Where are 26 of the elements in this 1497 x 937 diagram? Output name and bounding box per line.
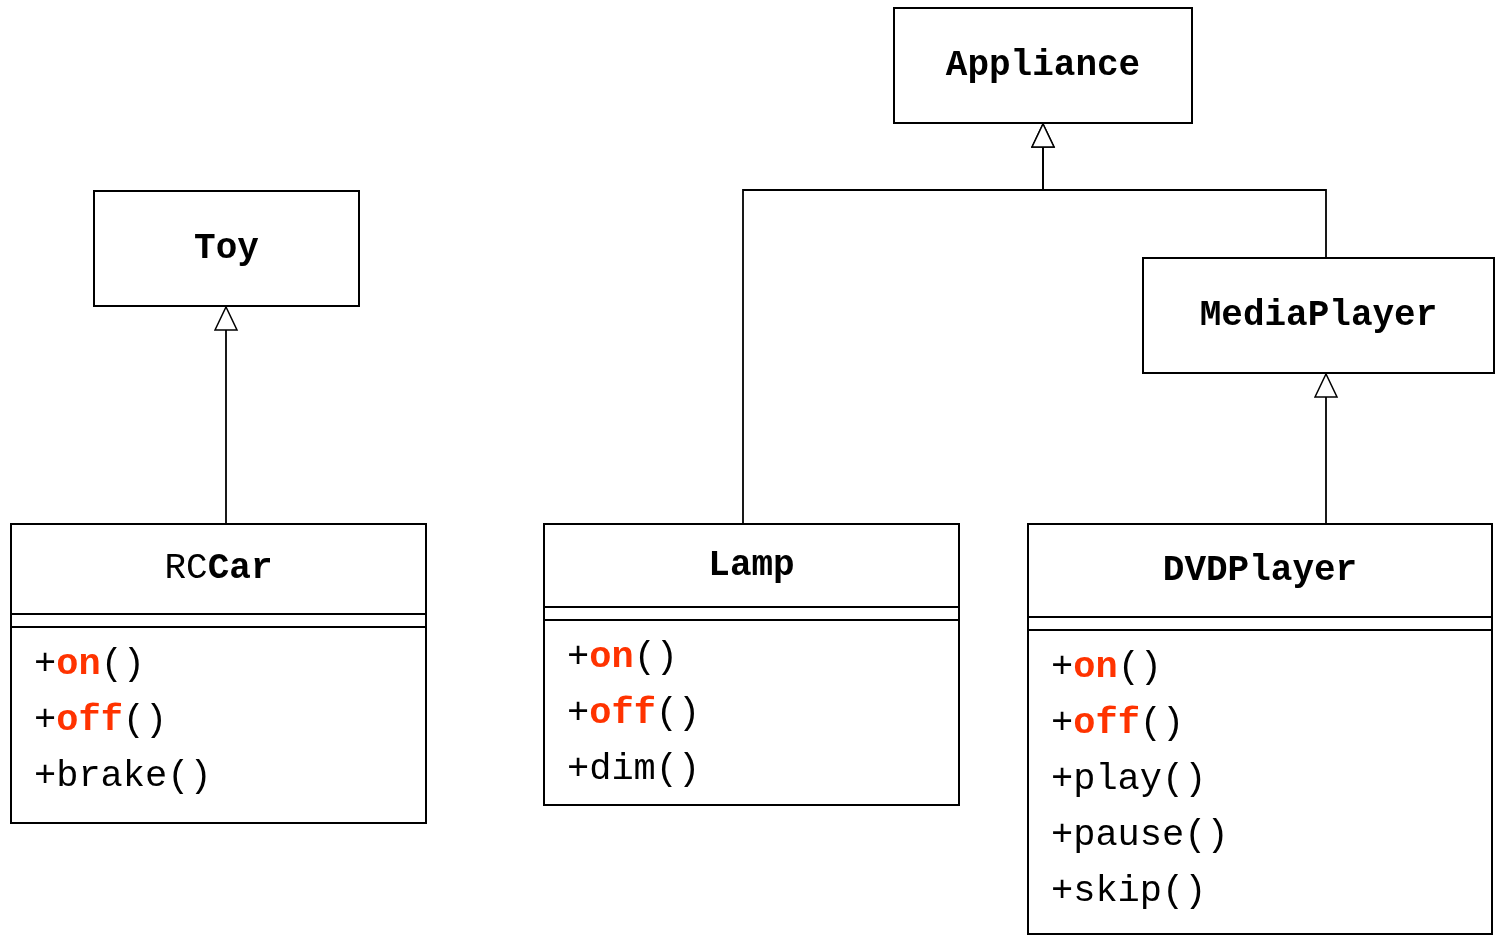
method-text: +on()	[567, 635, 680, 680]
class-box	[1142, 257, 1495, 374]
class-name: Appliance	[945, 47, 1141, 84]
class-name: RCCar	[164, 551, 273, 587]
class-box	[93, 190, 360, 307]
class-name: DVDPlayer	[1162, 552, 1358, 589]
class-box	[10, 523, 427, 824]
class-name: Toy	[194, 230, 259, 267]
method-text: +dim()	[567, 747, 702, 792]
method-text: +skip()	[1051, 869, 1208, 914]
method-text: +on()	[34, 642, 147, 687]
class-box	[1027, 523, 1493, 935]
class-name: MediaPlayer	[1199, 297, 1438, 334]
method-text: +pause()	[1051, 813, 1230, 858]
method-text: +brake()	[34, 754, 213, 799]
method-text: +play()	[1051, 757, 1208, 802]
class-name: Lamp	[708, 547, 795, 584]
class-box	[543, 523, 960, 806]
method-text: +off()	[567, 691, 702, 736]
class-box	[893, 7, 1193, 124]
generalization-arrow	[1314, 373, 1338, 524]
method-text: +off()	[1051, 701, 1186, 746]
generalization-arrow	[214, 306, 238, 524]
method-text: +on()	[1051, 645, 1164, 690]
generalization-arrow	[1031, 123, 1327, 258]
method-text: +off()	[34, 698, 169, 743]
